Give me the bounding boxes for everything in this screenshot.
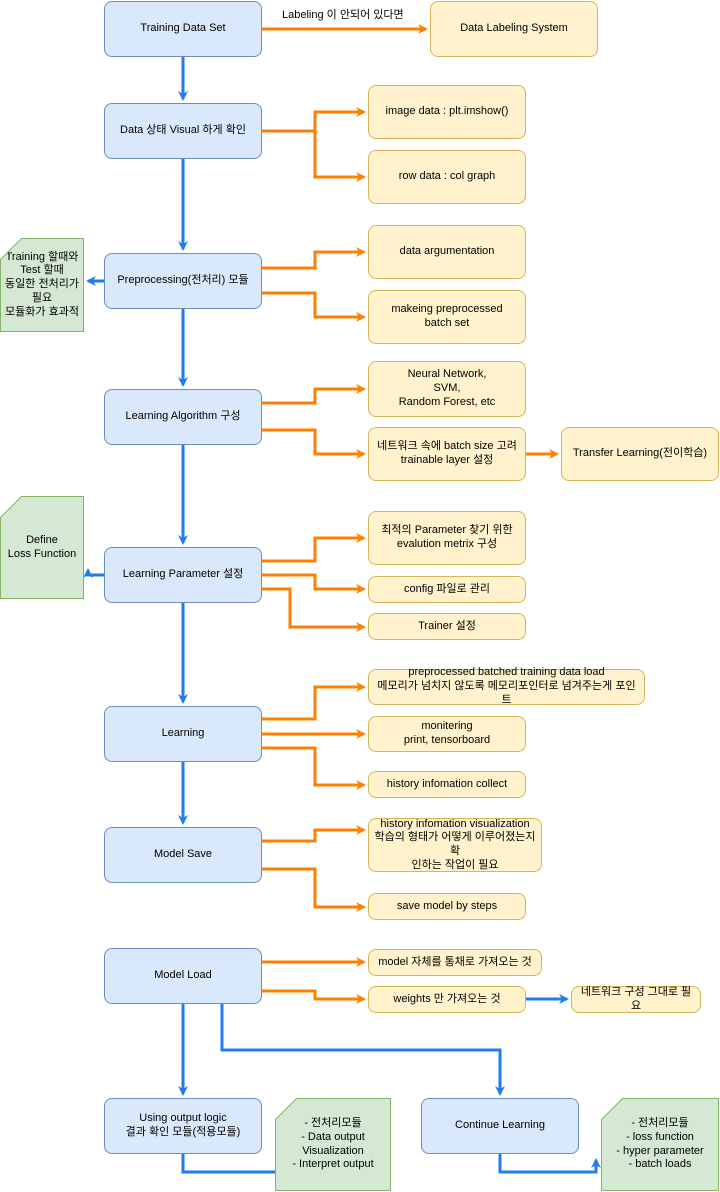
note-training-test-body: Training 할때와 Test 할때 동일한 전처리가 필요 모듈화가 효과… (0, 238, 84, 332)
note-output-modules-body: - 전처리모듈 - Data output Visualization - In… (275, 1098, 391, 1191)
node-network-batch: 네트워크 속에 batch size 고려 trainable layer 설정 (368, 427, 526, 481)
node-model-save: Model Save (104, 827, 262, 883)
branch-arrow (262, 682, 366, 721)
node-network-same: 네트워크 구성 그대로 필요 (571, 986, 701, 1013)
branch-arrow (262, 587, 366, 632)
branch-arrow (262, 129, 366, 182)
note-continue-modules-body: - 전처리모듈 - loss function - hyper paramete… (601, 1098, 719, 1191)
node-data-visual: Data 상태 Visual 하게 확인 (104, 103, 262, 159)
node-algorithms: Neural Network, SVM, Random Forest, etc (368, 361, 526, 417)
node-config-file: config 파일로 관리 (368, 576, 526, 603)
node-data-argumentation: data argumentation (368, 225, 526, 279)
flow-arrow (181, 1154, 285, 1174)
node-row-data: row data : col graph (368, 150, 526, 204)
branch-arrow (262, 989, 366, 1004)
note-fold-icon (0, 238, 22, 260)
node-learning-algorithm: Learning Algorithm 구성 (104, 389, 262, 445)
node-using-output: Using output logic 결과 확인 모듈(적용모듈) (104, 1098, 262, 1154)
note-fold-icon (275, 1098, 297, 1120)
node-save-by-steps: save model by steps (368, 893, 526, 920)
note-continue-modules: - 전처리모듈 - loss function - hyper paramete… (601, 1098, 719, 1191)
node-monitoring: monitering print, tensorboard (368, 716, 526, 752)
node-image-data: image data : plt.imshow() (368, 85, 526, 139)
flow-arrow (498, 1154, 601, 1174)
note-loss-function-body: Define Loss Function (0, 496, 84, 599)
note-fold-icon (601, 1098, 623, 1120)
node-history-collect: history infomation collect (368, 771, 526, 798)
branch-arrow (262, 573, 366, 594)
node-learning-parameter: Learning Parameter 설정 (104, 547, 262, 603)
branch-arrow (262, 291, 366, 322)
connector-group (83, 24, 601, 1174)
node-history-visualization: history infomation visualization 학습의 형태가… (368, 818, 542, 872)
node-continue-learning: Continue Learning (421, 1098, 579, 1154)
branch-arrow (262, 825, 366, 843)
node-weights-only: weights 만 가져오는 것 (368, 986, 526, 1013)
node-trainer: Trainer 설정 (368, 613, 526, 640)
flow-arrow (220, 1004, 505, 1096)
node-batched-load: preprocessed batched training data load … (368, 666, 645, 706)
node-transfer-learning: Transfer Learning(전이학습) (561, 427, 719, 481)
branch-arrow (262, 107, 366, 133)
branch-arrow (262, 746, 366, 790)
branch-arrow (262, 384, 366, 405)
note-fold-icon (0, 496, 22, 518)
branch-arrow (262, 428, 366, 459)
node-preprocessing: Preprocessing(전처리) 모듈 (104, 253, 262, 309)
node-model-whole: model 자체를 통채로 가져오는 것 (368, 949, 542, 976)
branch-arrow (262, 867, 366, 912)
node-learning: Learning (104, 706, 262, 762)
note-training-test: Training 할때와 Test 할때 동일한 전처리가 필요 모듈화가 효과… (0, 238, 84, 332)
note-output-modules: - 전처리모듈 - Data output Visualization - In… (275, 1098, 391, 1191)
branch-arrow (262, 533, 366, 563)
node-model-load: Model Load (104, 948, 262, 1004)
flow-arrow (83, 568, 104, 578)
node-making-preprocessed: makeing preprocessed batch set (368, 290, 526, 344)
node-data-labeling-system: Data Labeling System (430, 1, 598, 57)
node-training-data-set: Training Data Set (104, 1, 262, 57)
edge-label-labeling: Labeling 이 안되어 있다면 (282, 9, 404, 21)
branch-arrow (262, 247, 366, 270)
note-loss-function: Define Loss Function (0, 496, 84, 599)
node-optimal-parameter: 최적의 Parameter 찾기 위한 evalution metrix 구성 (368, 511, 526, 565)
